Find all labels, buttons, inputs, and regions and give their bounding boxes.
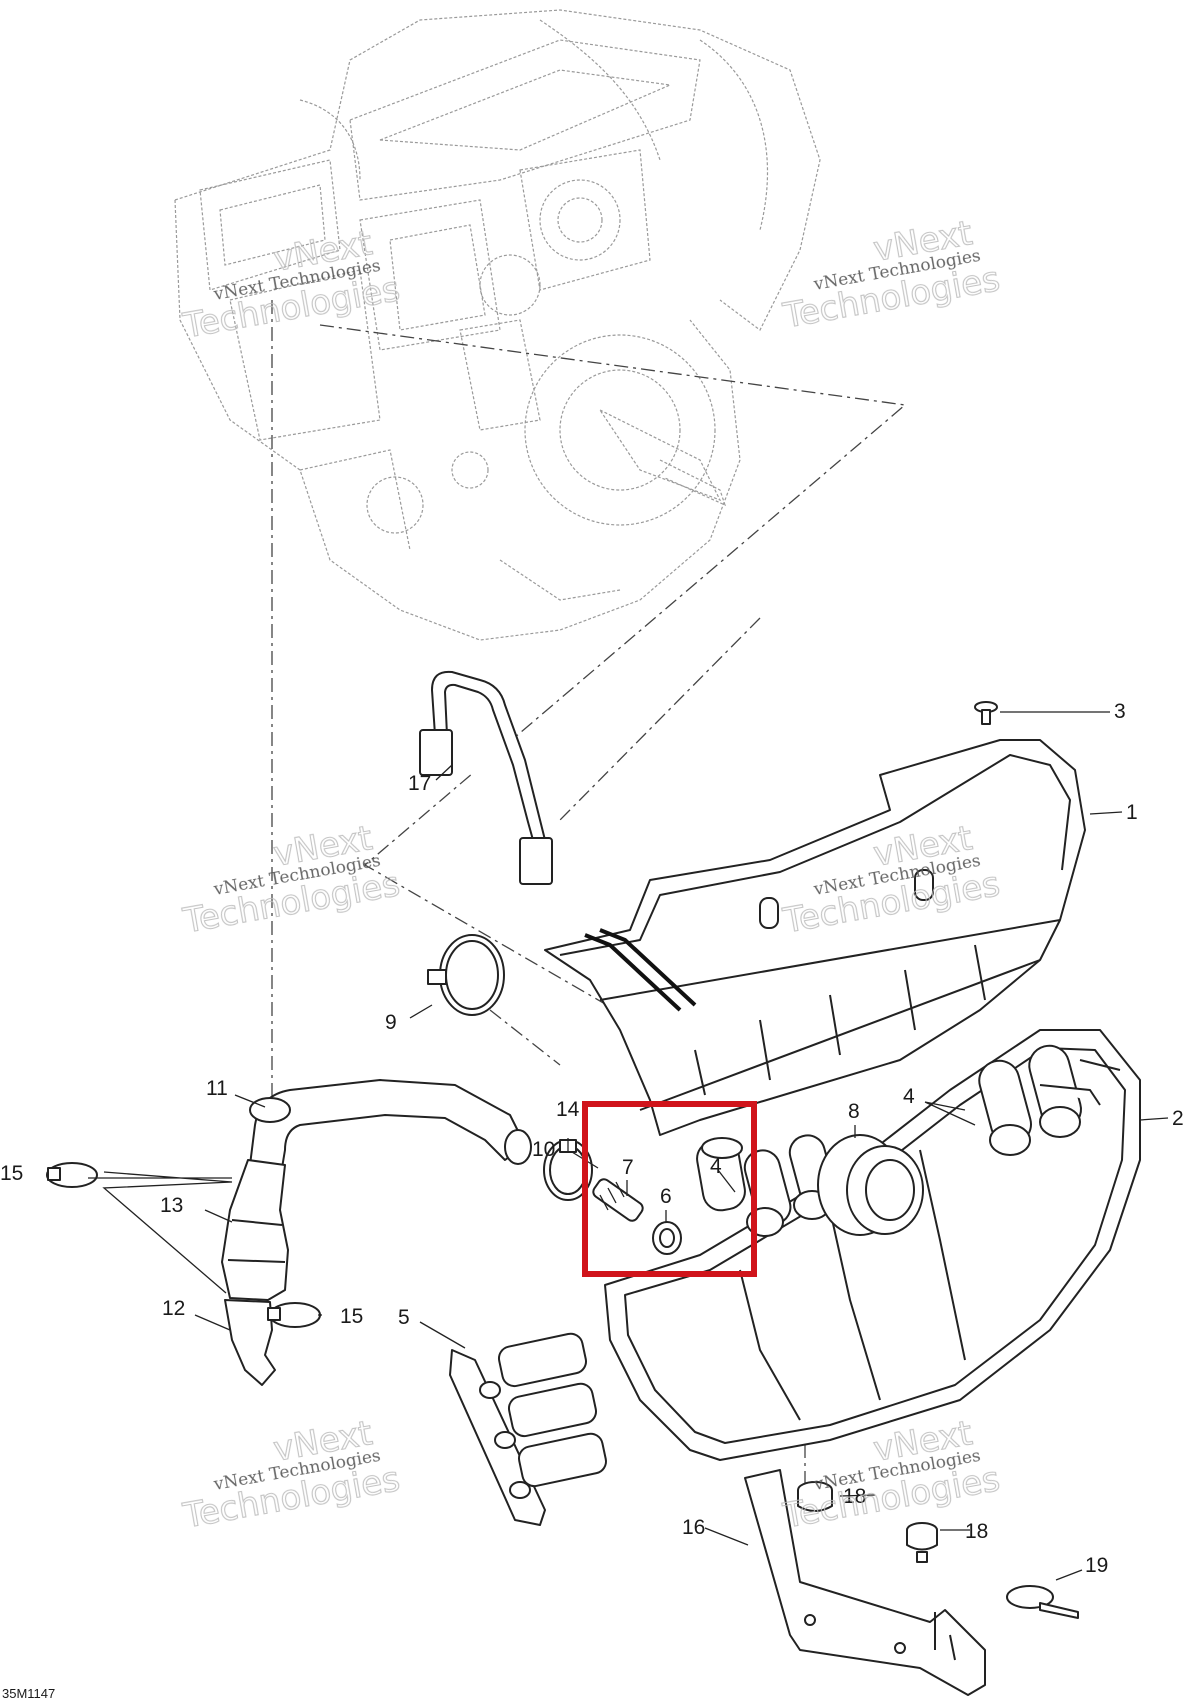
part-19-cable-tie[interactable] — [1006, 1585, 1079, 1619]
part-8-coupling[interactable] — [817, 1134, 924, 1236]
part-15-clamps[interactable] — [46, 1162, 321, 1328]
part-16-bracket[interactable] — [744, 1469, 986, 1696]
callout-4-right[interactable]: 4 — [903, 1085, 915, 1108]
callout-7[interactable]: 7 — [622, 1156, 634, 1179]
callout-labels: 1 2 3 4 4 5 6 7 8 9 10 11 12 13 14 15 15… — [0, 700, 1184, 1577]
callout-16[interactable]: 16 — [682, 1516, 705, 1539]
callout-13[interactable]: 13 — [160, 1194, 183, 1217]
callout-6[interactable]: 6 — [660, 1185, 672, 1208]
part-7-fitting[interactable] — [591, 1177, 645, 1223]
part-4-intake-horns[interactable] — [694, 1137, 748, 1213]
callout-9[interactable]: 9 — [385, 1011, 397, 1034]
callout-14[interactable]: 14 — [556, 1098, 580, 1121]
callout-17[interactable]: 17 — [408, 772, 431, 795]
figure-code: 35M1147 — [2, 1686, 55, 1701]
callout-15-left[interactable]: 15 — [0, 1162, 23, 1185]
part-13-resonator[interactable] — [221, 1159, 289, 1301]
part-6-grommet[interactable] — [652, 1221, 682, 1255]
highlight-box — [582, 1101, 757, 1277]
part-5-intake-tubes[interactable] — [449, 1331, 608, 1526]
callout-8[interactable]: 8 — [848, 1100, 860, 1123]
part-11-hose[interactable] — [249, 1079, 532, 1181]
part-1-airbox-cover[interactable] — [544, 739, 1086, 1136]
callout-4-left[interactable]: 4 — [710, 1155, 722, 1178]
part-17-strap[interactable] — [419, 670, 553, 885]
callout-18-upper[interactable]: 18 — [843, 1485, 866, 1508]
callout-19[interactable]: 19 — [1085, 1554, 1108, 1577]
engine-drawing — [174, 9, 821, 641]
part-2-airbox-base[interactable] — [604, 1029, 1141, 1461]
callout-5[interactable]: 5 — [398, 1306, 410, 1329]
callout-1[interactable]: 1 — [1126, 801, 1138, 824]
callout-18-lower[interactable]: 18 — [965, 1520, 988, 1543]
callout-2[interactable]: 2 — [1172, 1107, 1184, 1130]
callout-10[interactable]: 10 — [532, 1138, 555, 1161]
part-9-clamp[interactable] — [427, 934, 505, 1016]
part-18-bumpers[interactable] — [797, 1481, 938, 1563]
leader-lines — [88, 711, 1169, 1581]
part-3-screw[interactable] — [974, 701, 998, 725]
callout-12[interactable]: 12 — [162, 1297, 185, 1320]
callout-15-right[interactable]: 15 — [340, 1305, 363, 1328]
callout-11[interactable]: 11 — [206, 1077, 228, 1100]
part-14-clamp[interactable] — [543, 1139, 593, 1201]
callout-3[interactable]: 3 — [1114, 700, 1126, 723]
